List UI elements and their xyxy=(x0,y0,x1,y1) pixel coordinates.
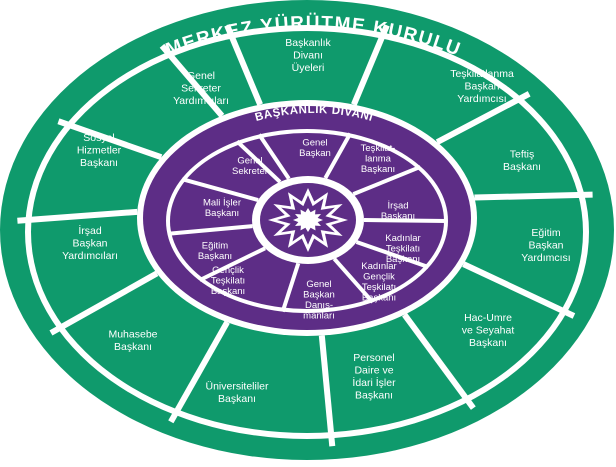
outer-divider-3 xyxy=(474,191,593,201)
inner-segment-dividers xyxy=(168,132,448,313)
inner-divider-3 xyxy=(363,218,448,223)
inner-divider-6 xyxy=(280,262,301,313)
outer-divider-4 xyxy=(462,261,576,319)
outer-divider-1 xyxy=(351,24,390,106)
outer-divider-8 xyxy=(49,270,159,336)
inner-divider-2 xyxy=(352,165,422,196)
inner-divider-0 xyxy=(257,133,291,180)
outer-divider-10 xyxy=(57,118,163,161)
inner-divider-10 xyxy=(235,139,282,184)
inner-divider-7 xyxy=(198,246,266,282)
inner-divider-8 xyxy=(168,224,253,236)
inner-divider-9 xyxy=(181,177,259,202)
inner-divider-1 xyxy=(323,132,353,180)
outer-divider-0 xyxy=(224,24,263,106)
outer-divider-7 xyxy=(168,320,230,424)
outer-divider-6 xyxy=(318,335,336,447)
inner-divider-4 xyxy=(355,240,429,269)
inner-divider-5 xyxy=(332,257,375,304)
outer-divider-9 xyxy=(17,208,138,224)
outer-divider-11 xyxy=(159,43,225,118)
star-ornament-icon xyxy=(252,176,364,264)
outer-divider-5 xyxy=(402,312,476,410)
outer-divider-2 xyxy=(435,91,531,145)
outer-segment-dividers xyxy=(17,24,593,447)
